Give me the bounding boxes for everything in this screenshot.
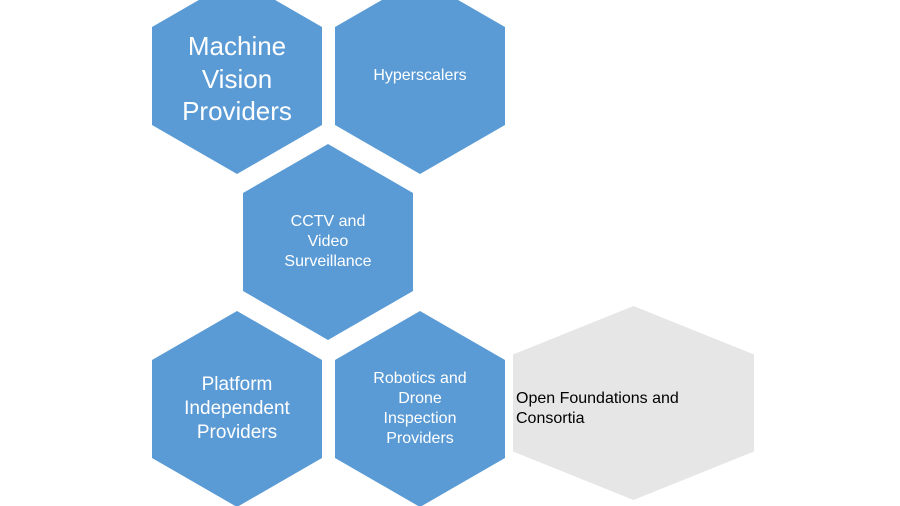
hexagon-hyperscalers: Hyperscalers [335, 0, 505, 174]
hexagon-cctv-video-surveillance: CCTV and Video Surveillance [243, 144, 413, 340]
hexagon-open-foundations-consortia: Open Foundations and Consortia [513, 306, 754, 500]
hexagon-machine-vision-providers: Machine Vision Providers [152, 0, 322, 174]
hexagon-label: CCTV and Video Surveillance [284, 213, 372, 270]
hexagon-label: Robotics and Drone Inspection Providers [373, 370, 467, 447]
hexagon-label: Machine Vision Providers [182, 31, 292, 127]
hexagon-label: Hyperscalers [373, 67, 467, 84]
hexagon-label: Platform Independent Providers [184, 374, 290, 443]
hexagon-label: Open Foundations and Consortia [516, 390, 679, 427]
hexagon-platform-independent-providers: Platform Independent Providers [152, 311, 322, 506]
hexagon-robotics-drone-inspection: Robotics and Drone Inspection Providers [335, 311, 505, 506]
